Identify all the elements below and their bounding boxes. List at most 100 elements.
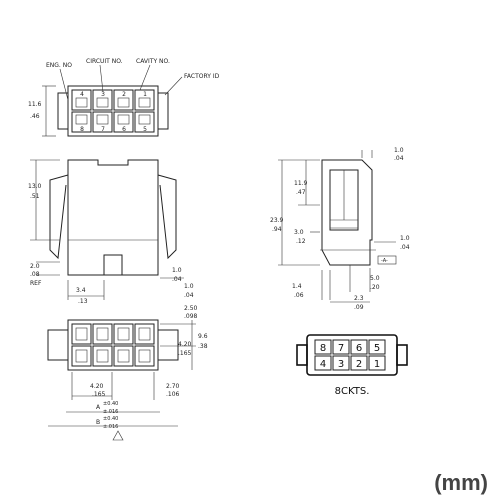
cavity [71,323,92,345]
dim-ref-label: REF [30,280,42,287]
dim-right-mm-1: 1.0 [172,267,182,274]
cavity [92,111,113,133]
circuit-number: 5 [374,343,380,354]
warning-triangle-icon [112,430,124,441]
circuit-cell [332,355,350,371]
dim-bottom-mm: 3.4 [76,287,86,294]
circuit-view-left-tab [296,344,308,366]
dim-right-in-1: .04 [172,276,182,283]
cavity [113,89,134,111]
cavity [71,89,92,111]
dim-mid-in: .12 [296,238,306,245]
dim-a-tol-in: ±.016 [103,409,118,415]
datum-label: -A- [381,258,388,264]
cavity-number: 7 [101,126,105,133]
front-view-left-latch [49,174,69,260]
top-view-left-latch [57,92,69,130]
dim-low-in: .20 [370,284,380,291]
dim-body-in: .51 [30,193,40,200]
front-view: 13.0 .51 2.0 .08 REF 3.4 .13 1.0 .04 1.0… [28,159,194,305]
top-view-right-latch [157,92,169,130]
dim-row-mm: 4.20 [178,341,192,348]
front-view-key [103,254,123,276]
dim-b-tol-in: ±.016 [103,424,118,430]
dim-left-mm: 1.4 [292,283,302,290]
dim-row-in: .165 [178,350,192,357]
side-view: 1.0 .04 11.9 .47 23.9 .94 3.0 .12 1.0 .0… [270,147,410,311]
cavity-number: 4 [80,91,84,98]
dim-ref-mm: 2.0 [30,263,40,270]
dim-body-mm: 13.0 [28,183,42,190]
cavity [134,111,155,133]
bottom-view-right-latch [157,329,179,361]
circuit-cell [350,339,368,355]
circuit-cell [350,355,368,371]
circuit-cell [314,355,332,371]
dim-upper-in: .47 [296,189,306,196]
dim-right-in-2: .04 [184,292,194,299]
front-view-body [67,159,159,276]
cavity [113,345,134,367]
cavity [92,345,113,367]
dim-top-in: .04 [394,155,404,162]
dim-right-in: .04 [400,244,410,251]
dim-total-mm: 23.9 [270,217,284,224]
dim-height-mm: 11.6 [28,101,42,108]
bottom-view-left-latch [47,329,69,361]
dim-top-mm: 1.0 [394,147,404,154]
circuit-number: 6 [356,343,362,354]
dim-a-label: A [96,404,101,411]
circuit-number: 3 [338,359,344,370]
circuit-cell [332,339,350,355]
dim-right-mm: 1.0 [400,235,410,242]
circuit-number: 8 [320,343,326,354]
circuit-number: 7 [338,343,344,354]
cavity-number: 2 [122,91,126,98]
cavity-no-callout: CAVITY NO. [136,58,170,65]
cavity [134,323,155,345]
circuit-number: 4 [320,359,326,370]
cavity-number: 1 [143,91,147,98]
circuit-caption: 8CKTS. [335,386,370,397]
dim-a-tol: ±0.40 [103,401,118,407]
dim-b-tol: ±0.40 [103,416,118,422]
side-view-body [321,159,373,266]
cavity [71,111,92,133]
circuit-cell [368,339,386,355]
cavity-number: 3 [101,91,105,98]
cavity [134,345,155,367]
dim-height-in: .46 [30,113,40,120]
circuit-cell [314,339,332,355]
circuit-number: 2 [356,359,362,370]
cavity [92,323,113,345]
dim-ref-in: .08 [30,271,40,278]
dim-low-mm: 5.0 [370,275,380,282]
dim-left-in: .06 [294,292,304,299]
datum-box [377,255,397,265]
dim-mid-mm: 3.0 [294,229,304,236]
dim-pitch-mm: 2.50 [184,305,198,312]
front-view-right-latch [157,174,177,260]
dim-b-label: B [96,419,100,426]
circuit-no-callout: CIRCUIT NO. [86,58,123,65]
dim-bot-in: .09 [354,304,364,311]
bottom-view-body [67,319,159,371]
circuit-view-right-tab [396,344,408,366]
top-view: 4 3 2 1 8 7 6 5 ENG. NO CIRCUIT NO. CAVI… [28,58,220,137]
cavity-number: 5 [143,126,147,133]
dim-upper-mm: 11.9 [294,180,308,187]
dim-w2-in: .106 [166,391,180,398]
cavity [113,111,134,133]
circuit-number: 1 [374,359,380,370]
unit-label: (mm) [434,470,488,495]
dim-bottom-in: .13 [78,298,88,305]
circuit-cell [368,355,386,371]
factory-id-callout: FACTORY ID [184,73,220,80]
dim-w-in: .165 [92,391,106,398]
dim-w-mm: 4.20 [90,383,104,390]
dim-right-mm-2: 1.0 [184,283,194,290]
cavity [71,345,92,367]
dim-total-in: .94 [272,226,282,233]
